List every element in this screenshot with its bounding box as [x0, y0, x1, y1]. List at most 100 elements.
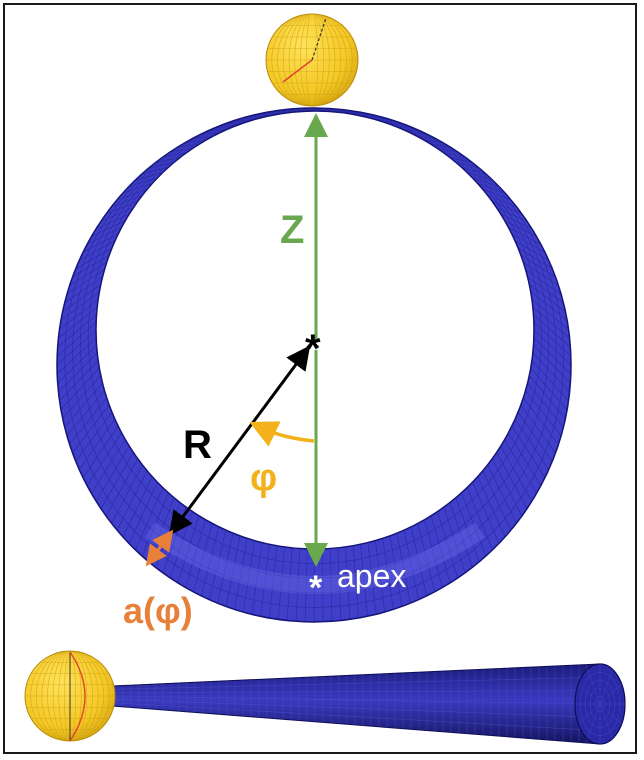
torus-mesh-line: [148, 161, 175, 169]
torus-mesh-line: [105, 458, 139, 517]
torus-mesh-line: [514, 240, 549, 261]
torus-mesh-line: [269, 545, 278, 619]
side-sphere: [24, 650, 116, 742]
torus-mesh-line: [217, 532, 234, 604]
torus-mesh-line: [455, 161, 480, 169]
torus-mesh-line: [105, 200, 138, 215]
tube-end-spoke: [578, 683, 601, 705]
sphere-mesh-meridian: [64, 651, 76, 741]
torus-mesh-line: [517, 411, 553, 462]
sphere-mesh-meridian: [294, 14, 330, 106]
tube-mesh-long: [111, 677, 601, 690]
torus-mesh-line: [514, 418, 550, 470]
torus-mesh-line: [78, 418, 116, 470]
tube-end-spoke: [599, 669, 613, 705]
torus-mesh-line: [100, 452, 134, 509]
torus-mesh-line: [500, 445, 533, 502]
torus-mesh-line: [56, 322, 97, 357]
torus-mesh-line: [375, 540, 386, 613]
apex-label: apex: [337, 558, 406, 594]
torus-mesh-line: [122, 183, 153, 194]
torus-mesh-line: [56, 337, 97, 375]
torus-mesh-line: [69, 262, 107, 286]
tube-radius-arrow: [145, 529, 174, 567]
torus-mesh-line: [277, 546, 285, 620]
torus-mesh-line: [472, 481, 500, 544]
torus-mesh-line: [242, 540, 255, 613]
torus-mesh-line: [520, 404, 556, 454]
torus-mesh-line: [504, 220, 537, 237]
torus-mesh-line: [62, 375, 102, 419]
torus-mesh-line: [62, 284, 101, 312]
torus-mesh-line: [135, 172, 163, 181]
torus-mesh-line: [60, 367, 100, 410]
torus-mesh-line: [382, 538, 394, 610]
torus-mesh-line: [525, 390, 562, 437]
sphere-mesh-meridian: [277, 14, 347, 106]
torus-mesh-line: [251, 542, 263, 615]
tube-end-spoke: [578, 703, 601, 725]
torus-mesh-line: [345, 546, 351, 620]
torus-mesh-line: [82, 233, 119, 253]
tube-end-mesh: [575, 664, 625, 744]
torus-mesh-line: [360, 544, 368, 617]
torus-mesh-line: [66, 390, 105, 437]
torus-ring: [56, 107, 572, 623]
sphere-mesh-meridian: [282, 14, 342, 106]
torus-mesh-line: [467, 172, 493, 181]
radius-arrow: [168, 345, 311, 536]
torus-mesh-line: [69, 397, 107, 445]
torus-mesh-line: [155, 157, 181, 163]
torus-mesh-line: [129, 177, 158, 187]
torus-mesh-line: [58, 306, 98, 339]
sphere-mesh-meridian: [52, 651, 88, 741]
torus-mesh-line: [234, 538, 248, 610]
side-sphere-meridian: [69, 651, 86, 742]
tube-end-spoke: [587, 703, 601, 739]
sphere-mesh-meridian: [41, 651, 99, 741]
sphere-mesh-meridian: [300, 14, 324, 106]
torus-mesh-line: [482, 470, 512, 531]
torus-mesh-line: [455, 497, 480, 562]
torus-mesh-line: [525, 269, 562, 295]
sphere-mesh-meridian: [47, 651, 93, 741]
torus-mesh-line: [91, 439, 126, 494]
tube-mesh: [111, 664, 601, 743]
torus-mesh-line: [532, 352, 570, 393]
torus-mesh-ring: [80, 109, 550, 579]
z-label: Z: [280, 208, 304, 252]
torus-mesh-line: [511, 425, 546, 478]
tube-mesh-long: [111, 695, 601, 705]
frame-border: [3, 3, 637, 754]
torus-mesh-line: [417, 523, 435, 593]
torus-mesh-line: [508, 226, 542, 245]
sphere-mesh-meridian: [35, 651, 105, 741]
torus-mesh-line: [437, 511, 459, 579]
torus-mesh-line: [135, 487, 164, 551]
torus-mesh-line: [95, 445, 130, 502]
torus-mesh-line: [520, 254, 556, 278]
torus-mesh-line: [508, 432, 542, 486]
torus-mesh-line: [59, 299, 99, 330]
torus-mesh-line: [466, 487, 493, 551]
center-star-marker: *: [305, 327, 321, 371]
torus-mesh-line: [430, 515, 451, 584]
torus-mesh-ring: [72, 108, 557, 594]
torus-mesh-line: [260, 544, 270, 617]
torus-mesh-line: [200, 526, 220, 597]
torus-mesh-line: [100, 207, 134, 222]
torus-mesh-line: [337, 547, 342, 621]
torus-mesh-line: [72, 404, 110, 454]
torus-mesh-line: [117, 188, 148, 201]
torus-mesh-line: [209, 529, 227, 600]
torus-mesh-line: [443, 507, 466, 574]
torus-mesh-line: [461, 492, 487, 557]
torus-mesh-line: [487, 464, 517, 524]
torus-mesh-line: [75, 247, 113, 270]
tube-end-spoke: [599, 703, 613, 739]
apex-star-marker: *: [309, 569, 323, 607]
torus-mesh: [56, 107, 572, 623]
torus-mesh-line: [529, 284, 566, 312]
